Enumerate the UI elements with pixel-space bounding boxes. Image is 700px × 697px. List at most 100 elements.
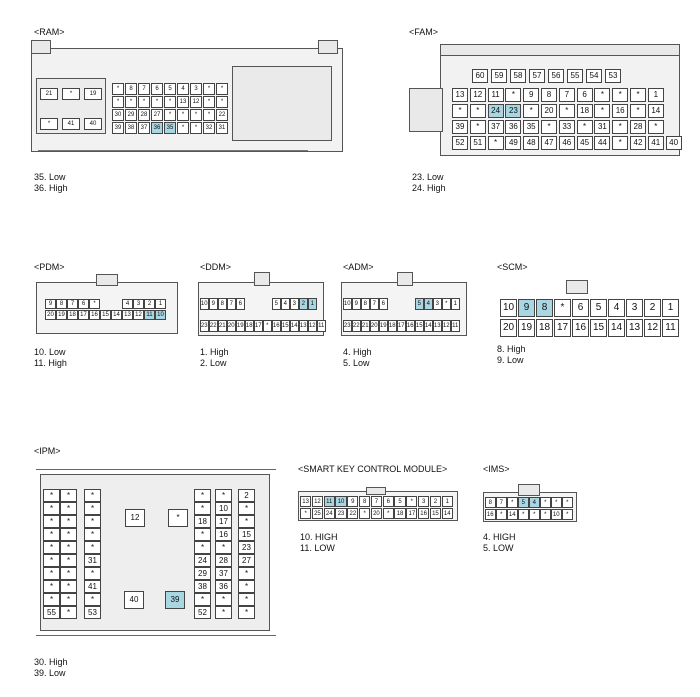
ram-right-housing bbox=[232, 66, 332, 141]
fam-pin: 55 bbox=[567, 69, 583, 83]
ram-legend-item: 36. High bbox=[34, 183, 68, 193]
ddm-legend-item: 1. High bbox=[200, 347, 229, 357]
smk-pin: 24 bbox=[323, 508, 335, 519]
smk-pin: 13 bbox=[300, 496, 312, 507]
ram-pin: * bbox=[177, 109, 189, 121]
ddm-pin: 3 bbox=[290, 298, 299, 310]
smk-pin: 12 bbox=[311, 496, 324, 507]
pdm-pin: 2 bbox=[144, 299, 155, 309]
ddm-pin: 12 bbox=[308, 320, 317, 332]
adm-pin bbox=[388, 298, 397, 310]
scm-pin: 17 bbox=[554, 319, 571, 337]
fam-pin: 52 bbox=[452, 136, 468, 150]
ipm-pin: * bbox=[194, 541, 211, 554]
ipm-bottom-rail bbox=[36, 635, 276, 636]
ram-pin: * bbox=[62, 88, 80, 100]
ipm-pin: * bbox=[215, 489, 232, 502]
ram-pin: 38 bbox=[125, 122, 137, 134]
adm-pin: 16 bbox=[406, 320, 415, 332]
adm-pin: 22 bbox=[352, 320, 361, 332]
fam-pin: * bbox=[594, 104, 611, 118]
ipm-pin: 28 bbox=[215, 554, 232, 567]
smk-pin: 16 bbox=[418, 508, 430, 519]
smk-pin: 15 bbox=[429, 508, 442, 519]
adm-pin: 13 bbox=[433, 320, 442, 332]
ddm-pin: 21 bbox=[218, 320, 227, 332]
ipm-pin: * bbox=[194, 528, 211, 541]
ddm-pin: 2 bbox=[299, 298, 308, 310]
scm-pin: 6 bbox=[572, 299, 589, 317]
pdm-pin: 12 bbox=[133, 310, 144, 320]
adm-pin bbox=[397, 298, 406, 310]
ram-pin: 41 bbox=[62, 118, 80, 130]
fam-pin: 18 bbox=[576, 104, 593, 118]
ram-pin: 6 bbox=[151, 83, 163, 95]
fam-pin: 41 bbox=[647, 136, 664, 150]
ram-pin: * bbox=[40, 118, 58, 130]
ipm-pin: * bbox=[215, 541, 232, 554]
pdm-pin: 17 bbox=[78, 310, 89, 320]
scm-pin: 13 bbox=[626, 319, 643, 337]
scm-pin: 1 bbox=[662, 299, 679, 317]
fam-pin: 47 bbox=[541, 136, 557, 150]
ram-pin: 7 bbox=[138, 83, 150, 95]
smk-pin: 25 bbox=[311, 508, 324, 519]
smk-pin: 6 bbox=[382, 496, 394, 507]
ipm-pin: 16 bbox=[215, 528, 232, 541]
ims-pin: 8 bbox=[485, 497, 496, 508]
ipm-pin: 10 bbox=[215, 502, 232, 515]
fam-pin: 35 bbox=[523, 120, 540, 134]
pdm-pin: 1 bbox=[155, 299, 166, 309]
pdm-pin: 8 bbox=[56, 299, 67, 309]
pdm-pin: 15 bbox=[100, 310, 111, 320]
ddm-pin: 20 bbox=[227, 320, 236, 332]
ipm-pin: * bbox=[238, 593, 255, 606]
scm-pin: * bbox=[554, 299, 571, 317]
adm-pin: 8 bbox=[361, 298, 370, 310]
ram-pin: * bbox=[138, 96, 150, 108]
scm-legend-item: 9. Low bbox=[497, 355, 524, 365]
ddm-pin bbox=[245, 298, 254, 310]
ram-base-line bbox=[38, 150, 308, 151]
smk-legend-item: 11. LOW bbox=[300, 543, 335, 553]
smk-pin: 17 bbox=[406, 508, 418, 519]
fam-pin: * bbox=[630, 88, 646, 102]
adm-latch bbox=[397, 272, 413, 286]
fam-pin: 54 bbox=[586, 69, 602, 83]
ddm-pin: 1 bbox=[308, 298, 317, 310]
ims-pin: * bbox=[562, 497, 573, 508]
scm-pin: 16 bbox=[572, 319, 589, 337]
ims-pin: 10 bbox=[551, 509, 562, 520]
adm-pin: 20 bbox=[370, 320, 379, 332]
ims-legend-item: 4. HIGH bbox=[483, 532, 516, 542]
ims-pin: 14 bbox=[507, 509, 518, 520]
pdm-pin: 18 bbox=[67, 310, 78, 320]
adm-legend-item: 4. High bbox=[343, 347, 372, 357]
fam-pin: 23 bbox=[505, 104, 522, 118]
scm-pin: 4 bbox=[608, 299, 625, 317]
fam-pin: 11 bbox=[487, 88, 504, 102]
ipm-pin: 52 bbox=[194, 606, 211, 619]
ram-pin: 4 bbox=[177, 83, 189, 95]
fam-pin: 46 bbox=[558, 136, 575, 150]
ram-pin: * bbox=[112, 96, 124, 108]
fam-pin: * bbox=[487, 136, 504, 150]
ddm-legend-item: 2. Low bbox=[200, 358, 227, 368]
ddm-pin: 19 bbox=[236, 320, 245, 332]
ram-pin: * bbox=[164, 96, 176, 108]
ims-legend-item: 5. LOW bbox=[483, 543, 514, 553]
ims-pin: * bbox=[507, 497, 518, 508]
ims-pin: * bbox=[496, 509, 507, 520]
ipm-pin: 41 bbox=[84, 580, 101, 593]
pdm-pin: 9 bbox=[45, 299, 56, 309]
ram-pin: * bbox=[216, 96, 228, 108]
smk-legend: 10. HIGH 11. LOW bbox=[300, 532, 338, 554]
ipm-pin: * bbox=[238, 515, 255, 528]
smk-pin: 18 bbox=[394, 508, 406, 519]
ram-title: <RAM> bbox=[34, 27, 65, 37]
adm-legend: 4. High 5. Low bbox=[343, 347, 372, 369]
ipm-pin: * bbox=[60, 541, 77, 554]
smk-pin: * bbox=[359, 508, 371, 519]
fam-pin: 16 bbox=[612, 104, 629, 118]
scm-pin: 8 bbox=[536, 299, 553, 317]
